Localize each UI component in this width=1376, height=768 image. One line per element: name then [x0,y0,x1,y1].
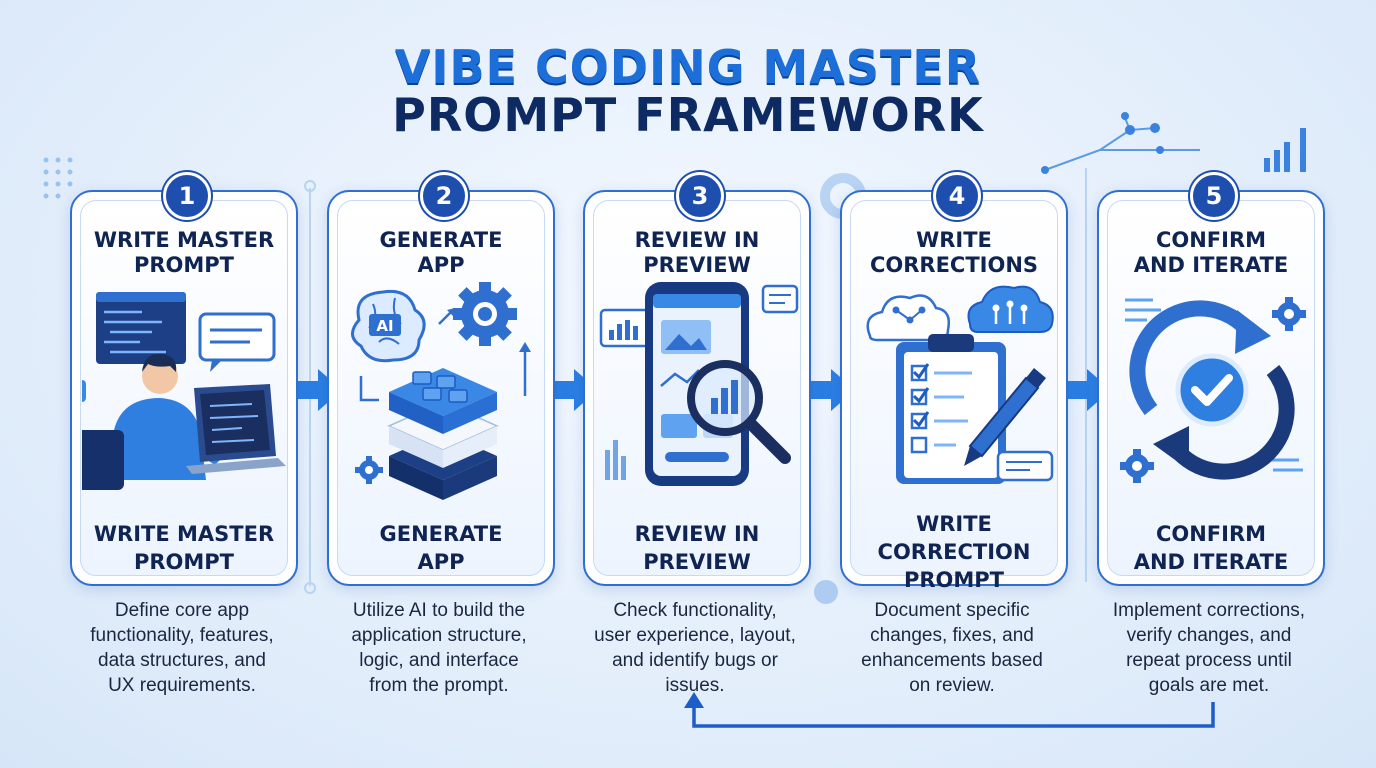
step-number-badge: 3 [676,172,724,220]
gear-icon [355,456,383,484]
developer-at-laptop-icon [82,292,286,490]
bar-chart-icon [599,308,653,348]
ai-brain-icon: AI [351,289,426,363]
check-circle-icon [1175,353,1249,427]
checklist-clipboard-icon [896,334,1006,484]
step-description: Define core app functionality, features,… [90,600,274,696]
pen-icon [964,368,1046,466]
step-heading: WRITE CORRECTIONS [869,228,1039,277]
title-line-2: PROMPT FRAMEWORK [392,88,984,142]
step-number-badge: 1 [163,172,211,220]
step-number-badge: 4 [933,172,981,220]
gear-icon [453,282,517,346]
step-description: Check functionality, user experience, la… [594,600,796,696]
step-label: WRITE CORRECTION PROMPT [877,512,1031,592]
refresh-cycle-icon [1129,300,1295,480]
step-arrow-icon [1053,369,1111,411]
code-window-icon [96,292,186,364]
step-label: GENERATE APP [379,522,503,574]
stacked-blocks-icon [387,368,499,500]
step-number-badge: 2 [420,172,468,220]
step-description: Document specific changes, fixes, and en… [861,600,1043,696]
step-description: Implement corrections, verify changes, a… [1112,600,1306,696]
step-heading: CONFIRM AND ITERATE [1133,228,1289,277]
step-description: Utilize AI to build the application stru… [351,600,527,696]
step-card-1: 1 WRITE MASTER PROMPT WRITE MASTER PROMP… [70,172,298,586]
chat-bubble-icon [996,450,1054,482]
confirm-iterate-illustration [1120,297,1306,483]
chat-bubble-icon [761,284,799,314]
gear-icon [1120,449,1154,483]
cloud-network-icon [866,285,1054,342]
title-line-1: VIBE CODING MASTER [394,40,982,94]
step-card-5: 5 CONFIRM AND ITERATE CONFIRM AND ITERAT… [1097,172,1325,586]
review-preview-illustration [599,282,799,486]
magnifier-icon [687,360,791,464]
write-corrections-illustration [866,285,1054,484]
dot-grid-left [43,157,73,199]
feedback-loop-arrowhead [684,692,704,708]
step-number-badge: 5 [1190,172,1238,220]
step-label: WRITE MASTER PROMPT [93,522,275,574]
step-card-2: 2 GENERATE APP AI [327,172,555,586]
step-heading: GENERATE APP [379,228,503,277]
step-label: REVIEW IN PREVIEW [634,522,760,574]
bar-chart-decoration [1264,128,1306,172]
step-card-4: 4 WRITE CORRECTIONS [840,172,1068,592]
step-label: CONFIRM AND ITERATE [1133,522,1289,574]
step-heading: REVIEW IN PREVIEW [634,228,760,277]
step-heading: WRITE MASTER PROMPT [93,228,275,277]
feedback-loop-arrow-icon [692,702,1215,728]
network-nodes [1041,112,1164,174]
step-card-3: 3 REVIEW IN PREVIEW REVIEW IN PRE [583,172,811,586]
gear-icon [1272,297,1306,331]
generate-app-illustration: AI [351,282,531,500]
chat-bubble-icon [198,312,276,362]
svg-text:AI: AI [376,317,393,335]
pie-decoration-small [814,580,838,604]
